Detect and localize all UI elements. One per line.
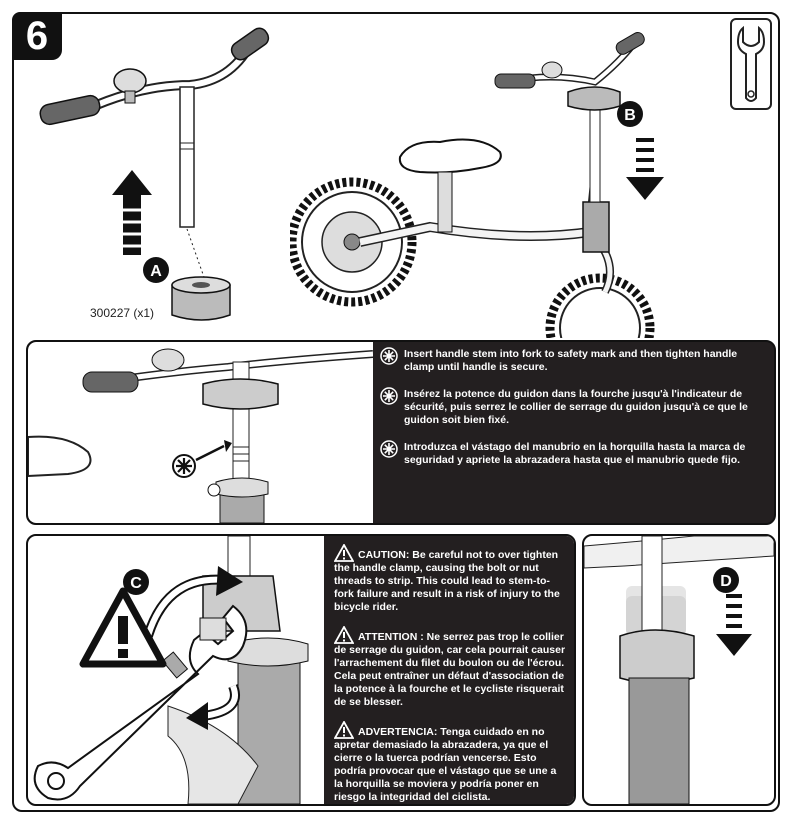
instruction-fr-text: Insérez la potence du guidon dans la fou… [404, 388, 748, 426]
clamp-final [619, 629, 695, 684]
arrow-down-d [716, 594, 752, 656]
caution-es-text: Tenga cuidado en no apretar demasiado la… [334, 726, 557, 803]
caution-fr-label: ATTENTION : [358, 631, 424, 643]
wrench-tool [33, 604, 248, 801]
warning-icon [334, 721, 354, 739]
front-wheel [545, 273, 655, 338]
grip-left [39, 94, 101, 126]
callout-d-badge [713, 567, 739, 593]
callout-a: A [150, 263, 162, 280]
caution-es-label: ADVERTENCIA: [358, 726, 438, 738]
final-position-illustration: D [584, 536, 774, 804]
caution-en-label: CAUTION: [358, 549, 410, 561]
bike-illustration: B [290, 31, 664, 338]
final-position-panel: D [582, 534, 776, 806]
callout-d: D [720, 573, 732, 590]
seat [398, 138, 502, 233]
wrench-icon [736, 25, 766, 102]
warning-triangle-icon [79, 587, 167, 668]
caution-en: CAUTION: Be careful not to over tighten … [334, 544, 566, 614]
caution-fr-text: Ne serrez pas trop le collier de serrage… [334, 631, 566, 708]
bell-detail-icon [151, 348, 185, 372]
grip-right [230, 27, 270, 61]
bell-icon [113, 68, 147, 104]
callout-b: B [624, 107, 636, 124]
handlebar-illustration: A [39, 27, 270, 321]
safety-mark-icon [380, 347, 398, 365]
instruction-es: Introduzca el vástago del manubrio en la… [380, 440, 765, 467]
step-number: 6 [12, 12, 62, 60]
warning-icon [334, 544, 354, 562]
cautions-list: CAUTION: Be careful not to over tighten … [324, 536, 574, 804]
arrow-down-b [626, 138, 664, 200]
callout-b-badge [617, 101, 643, 127]
seat-edge [28, 435, 92, 478]
callout-c-badge [123, 569, 149, 595]
instruction-en: Insert handle stem into fork to safety m… [380, 347, 765, 374]
head-tube [582, 201, 610, 253]
instruction-fr: Insérez la potence du guidon dans la fou… [380, 387, 765, 427]
bell-small-icon [541, 61, 563, 79]
caution-panel: C CAUTION: Be careful not to over tighte… [26, 534, 576, 806]
warning-icon [334, 626, 354, 644]
part-label: 300227 (x1) [90, 306, 155, 320]
wrench-detail-illustration: C [33, 536, 309, 804]
detail-image [28, 342, 373, 523]
instructions-list: Insert handle stem into fork to safety m… [380, 347, 765, 481]
grip-detail [82, 371, 139, 393]
arrow-up [112, 170, 152, 255]
instruction-panel: Insert handle stem into fork to safety m… [26, 340, 776, 525]
instruction-en-text: Insert handle stem into fork to safety m… [404, 348, 738, 373]
callout-a-badge [143, 257, 169, 283]
instruction-es-text: Introduzca el vástago del manubrio en la… [404, 441, 746, 466]
bolt [199, 617, 227, 641]
page-frame [12, 12, 780, 812]
safety-mark-icon [172, 454, 196, 478]
tool-box [730, 18, 772, 110]
rotate-arrow-bottom [186, 702, 208, 730]
caution-en-text: Be careful not to over tighten the handl… [334, 549, 560, 613]
rotate-arrow-top [216, 566, 243, 596]
caution-es: ADVERTENCIA: Tenga cuidado en no apretar… [334, 721, 566, 804]
caution-fr: ATTENTION : Ne serrez pas trop le collie… [334, 626, 566, 709]
clamp-placed [567, 86, 621, 111]
safety-mark-icon [380, 440, 398, 458]
callout-c: C [130, 575, 142, 592]
rear-wheel [290, 177, 417, 307]
fork-final [628, 677, 690, 804]
clamp-part [171, 276, 231, 321]
clamp-detail [202, 378, 279, 410]
safety-mark-icon [380, 387, 398, 405]
